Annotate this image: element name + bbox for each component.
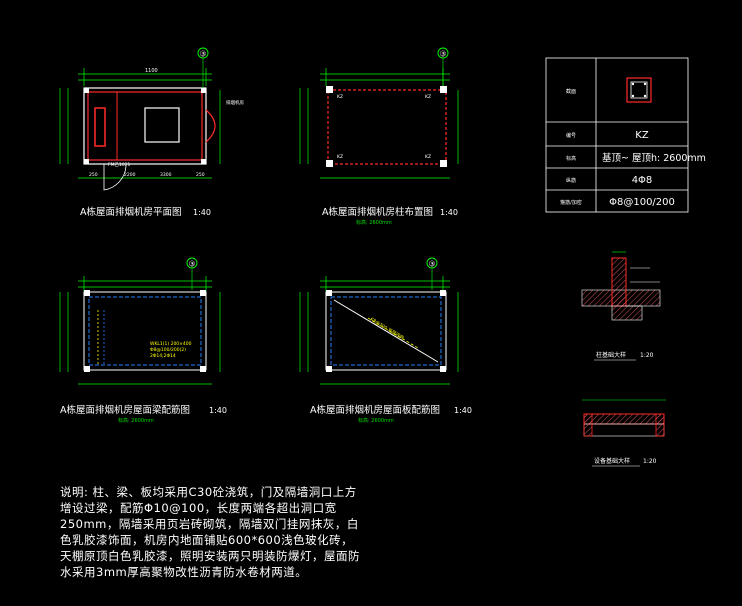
dim-bottom-1: 250 bbox=[89, 172, 98, 178]
column-base-detail: 柱基础大样 1:20 bbox=[581, 251, 661, 361]
table-label-stirrup: 箍筋/加密 bbox=[560, 199, 582, 206]
roof-slab-sublabel: 标高: 2600mm bbox=[358, 417, 394, 424]
grid-label: ③ bbox=[439, 50, 446, 59]
window-arc bbox=[205, 109, 216, 143]
column-base-title: 柱基础大样 bbox=[596, 351, 626, 359]
table-grid bbox=[545, 57, 689, 213]
equip-base-scale: 1:20 bbox=[643, 458, 657, 465]
column-layout-title: A栋屋面排烟机房柱布置图 bbox=[322, 206, 433, 218]
plan-note-label: 排烟机房 bbox=[226, 99, 244, 106]
slab-beam-line bbox=[330, 296, 442, 366]
column-section-stirrup bbox=[630, 81, 648, 99]
table-label-elev: 标高 bbox=[566, 155, 576, 162]
slab-outline bbox=[325, 291, 447, 371]
beam-label-3: 2Φ14;2Φ14 bbox=[150, 353, 176, 359]
beam-centerline bbox=[88, 296, 202, 366]
roof-beam-drawing: WKL1(1) 200×400 Φ8@100/200(2) 2Φ14;2Φ14 … bbox=[59, 257, 227, 424]
fan-base bbox=[144, 107, 180, 143]
kz-tag-4: KZ bbox=[425, 154, 431, 160]
slab-label: K8@200 双层双向 bbox=[369, 316, 406, 342]
plan-scale: 1:40 bbox=[193, 208, 211, 217]
roof-slab-scale: 1:40 bbox=[454, 406, 472, 415]
plan-drawing: ③ 1100 FM乙1021 排烟机房 250 2200 3300 250 A栋… bbox=[59, 47, 244, 218]
equip-base-top bbox=[583, 413, 665, 425]
roof-slab-drawing: K8@200 双层双向 ③ A栋屋面排烟机房屋面板配筋图 1:40 标高: 26… bbox=[299, 257, 472, 424]
dim-bottom-3: 3300 bbox=[160, 172, 172, 178]
roof-beam-scale: 1:40 bbox=[209, 406, 227, 415]
column-section-icon bbox=[626, 77, 652, 103]
dim-bottom-2: 2200 bbox=[124, 172, 136, 178]
table-value-elev: 基顶~ 屋顶h: 2600mm bbox=[602, 152, 706, 164]
equip-base-title: 设备基础大样 bbox=[594, 457, 630, 465]
equip-base-right bbox=[655, 413, 665, 437]
table-value-stirrup: Φ8@100/200 bbox=[609, 197, 675, 208]
door-swing bbox=[103, 164, 127, 191]
equip-base-left bbox=[583, 413, 593, 437]
table-value-id: KZ bbox=[635, 130, 649, 141]
door-label: FM乙1021 bbox=[108, 161, 131, 168]
beam-dimension-lines bbox=[59, 276, 221, 385]
base-footing bbox=[611, 305, 643, 321]
kz-tag-3: KZ bbox=[337, 154, 343, 160]
slab-diagonal bbox=[333, 299, 439, 363]
plan-title: A栋屋面排烟机房平面图 bbox=[80, 206, 182, 218]
equip-base-bottom bbox=[583, 423, 665, 437]
column-layout-drawing: KZ KZ KZ KZ ③ A栋屋面排烟机房柱布置图 1:40 标高: 2600… bbox=[299, 47, 459, 226]
kz-tag-2: KZ bbox=[425, 94, 431, 100]
roof-beam-title: A栋屋面排烟机房屋面梁配筋图 bbox=[60, 404, 190, 416]
beam-columns bbox=[84, 290, 206, 372]
slab-columns bbox=[326, 290, 446, 372]
column-layout-scale: 1:40 bbox=[440, 208, 458, 217]
dim-bottom-4: 250 bbox=[196, 172, 205, 178]
beam-label-2: Φ8@100/200(2) bbox=[150, 347, 186, 353]
plan-inner-wall bbox=[87, 91, 203, 161]
design-notes: 说明: 柱、梁、板均采用C30砼浇筑，门及隔墙洞口上方增设过梁，配筋Φ10@10… bbox=[60, 485, 360, 579]
column-layout-sublabel: 标高: 2600mm bbox=[356, 219, 392, 226]
column-section-bars bbox=[631, 82, 647, 98]
grid-label: ③ bbox=[188, 260, 195, 269]
table-label-id: 编号 bbox=[566, 132, 576, 139]
dim-top-text: 1100 bbox=[145, 68, 158, 74]
column-layout-columns bbox=[326, 86, 447, 167]
column-dimension-lines bbox=[299, 68, 459, 179]
roof-slab-title: A栋屋面排烟机房屋面板配筋图 bbox=[310, 404, 440, 416]
table-label-bars: 纵筋 bbox=[566, 177, 576, 184]
kz-tag-1: KZ bbox=[337, 94, 343, 100]
base-column bbox=[611, 257, 627, 307]
plan-dimension-lines bbox=[59, 68, 221, 179]
beam-outline bbox=[83, 291, 207, 371]
roof-beam-sublabel: 标高: 2600mm bbox=[118, 417, 154, 424]
plan-equipment bbox=[94, 107, 106, 147]
plan-outer-wall bbox=[83, 87, 207, 165]
equipment-base-detail: 设备基础大样 1:20 bbox=[582, 399, 666, 467]
column-table: 截面 编号 标高 纵筋 箍筋/加密 KZ 基顶~ 屋顶h: 2600mm 4Φ8… bbox=[545, 57, 706, 213]
beam-label-1: WKL1(1) 200×400 bbox=[150, 341, 192, 347]
table-value-bars: 4Φ8 bbox=[632, 175, 653, 186]
column-base-scale: 1:20 bbox=[640, 352, 654, 359]
plan-columns bbox=[84, 88, 206, 164]
column-layout-outline bbox=[327, 89, 447, 165]
grid-label: ③ bbox=[199, 50, 206, 59]
table-label-section: 截面 bbox=[566, 88, 576, 95]
grid-label: ③ bbox=[428, 260, 435, 269]
